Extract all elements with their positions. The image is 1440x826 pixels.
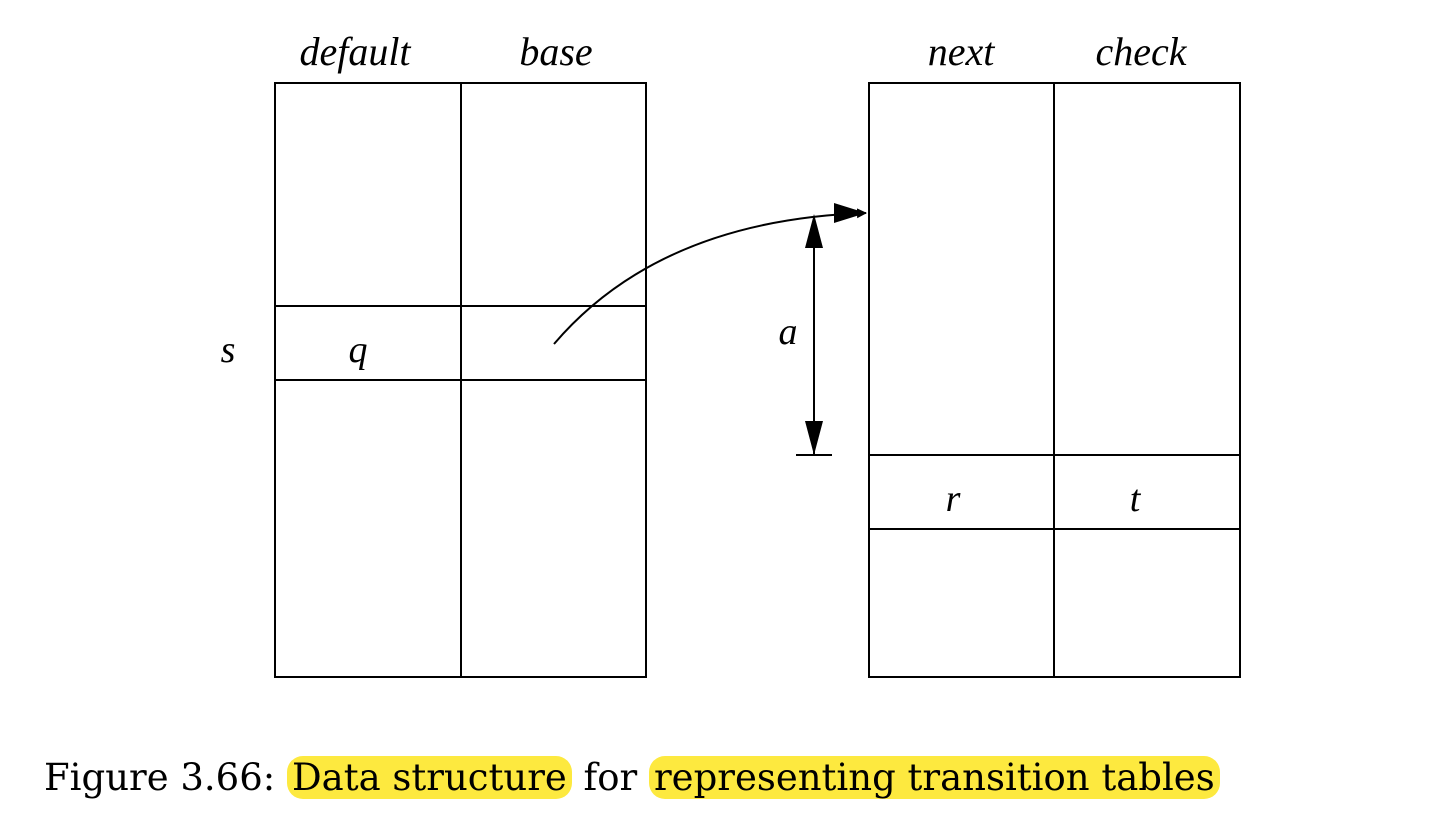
state-row-label: s (221, 329, 236, 371)
left-table: default base s q (221, 29, 647, 678)
caption-middle: for (583, 756, 638, 799)
caption-highlight-data-structure: Data structure (286, 756, 572, 799)
base-pointer-arrowhead (834, 203, 866, 223)
caption-prefix: Figure 3.66: (44, 756, 276, 799)
offset-label: a (779, 311, 798, 353)
default-cell-value: q (349, 329, 368, 371)
base-pointer-arrow (553, 208, 867, 345)
check-cell-value: t (1130, 478, 1142, 520)
next-cell-value: r (946, 478, 961, 520)
offset-arrow (796, 214, 832, 456)
caption-highlight-representing: representing transition tables (648, 756, 1220, 799)
base-column-header: base (519, 29, 592, 74)
next-column-header: next (928, 29, 996, 74)
figure-caption: Figure 3.66: Data structure for represen… (44, 748, 1220, 808)
default-column-header: default (299, 29, 411, 74)
check-column-header: check (1095, 29, 1187, 74)
right-table: next check r t (868, 29, 1241, 678)
offset-arrow-top-head (805, 214, 823, 248)
offset-arrow-bottom-head (805, 421, 823, 455)
